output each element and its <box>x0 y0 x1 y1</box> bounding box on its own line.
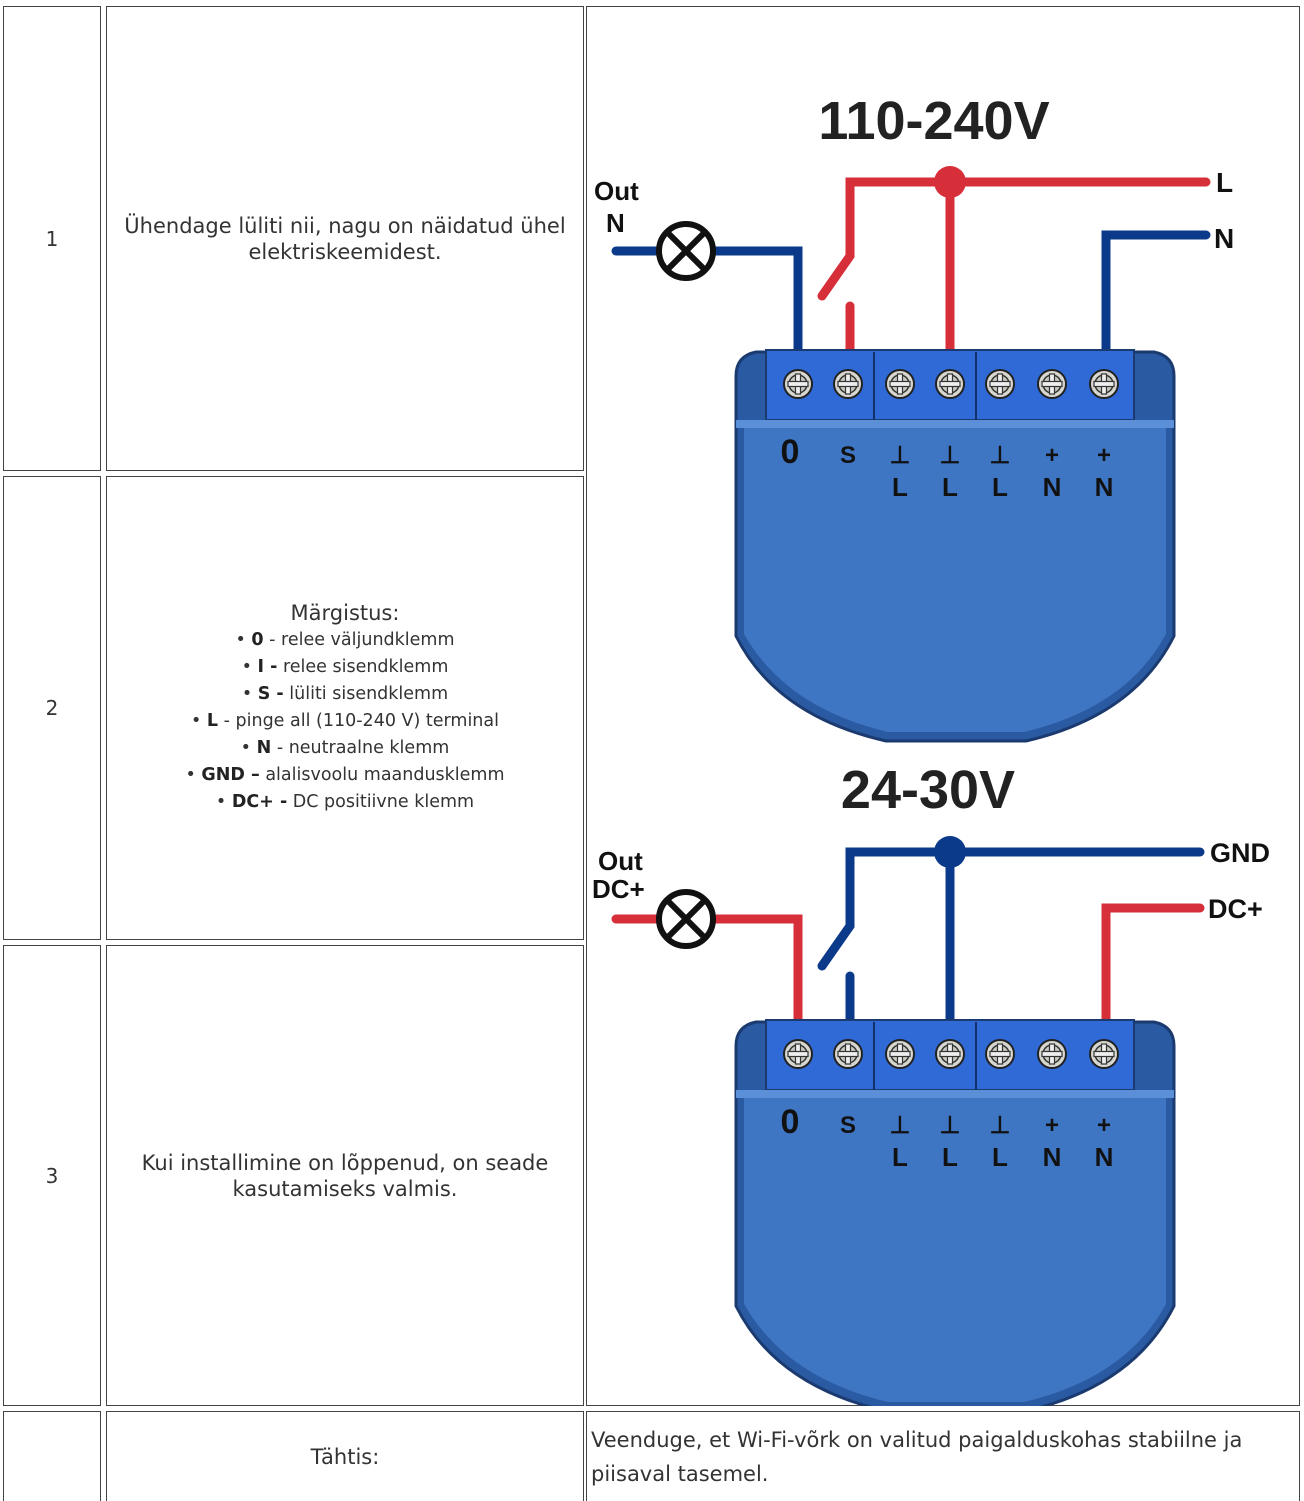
ac-terminal-label-top: ⊥ <box>890 442 911 469</box>
row-2-number-cell: 2 <box>3 476 101 940</box>
dc-terminal-label-top: ⊥ <box>990 1112 1011 1139</box>
legend-bullet: • <box>190 710 202 731</box>
row-4-number-cell <box>3 1411 101 1501</box>
dc-terminal-label-top: ⊥ <box>890 1112 911 1139</box>
row-3-number: 3 <box>45 1163 59 1188</box>
ac-terminal-label-bottom: N <box>1043 472 1062 502</box>
dc-terminal-label-top: 0 <box>781 1103 800 1141</box>
ac-terminal-label-bottom: L <box>942 472 958 502</box>
dc-diagram: 24-30V Out DC+ GND DC+ <box>592 760 1270 1406</box>
legend-key: L <box>206 710 219 731</box>
ac-terminal-label-bottom: N <box>1095 472 1114 502</box>
legend-list: • 0 - relee väljundklemm• I - relee sise… <box>185 627 504 816</box>
ac-terminal-label-bottom: L <box>892 472 908 502</box>
legend-bullet: • <box>215 791 227 812</box>
legend-bullet: • <box>185 764 196 785</box>
wifi-note: Veenduge, et Wi-Fi-võrk on valitud paiga… <box>591 1427 1243 1486</box>
ac-terminal-label-top: ⊥ <box>990 442 1011 469</box>
row-3-number-cell: 3 <box>3 945 101 1406</box>
row-2-legend-cell: Märgistus: • 0 - relee väljundklemm• I -… <box>106 476 584 940</box>
dc-gnd-label: GND <box>1210 838 1270 868</box>
ac-l-label: L <box>1216 167 1233 198</box>
ac-phase-wires <box>817 177 1211 359</box>
dc-terminal-label-top: ⊥ <box>940 1112 961 1139</box>
row-4-label-cell: Tähtis: <box>106 1411 584 1501</box>
row-1-number: 1 <box>45 226 59 251</box>
legend-bullet: • <box>240 737 251 758</box>
dc-device <box>734 1019 1176 1406</box>
row-3-text: Kui installimine on lõppenud, on seade k… <box>141 1150 549 1201</box>
dc-out-dc-label: DC+ <box>592 874 645 904</box>
row-1-number-cell: 1 <box>3 6 101 471</box>
dc-terminal-label-bottom: L <box>942 1142 958 1172</box>
ac-voltage-title: 110-240V <box>818 91 1049 151</box>
legend-item: • N - neutraalne klemm <box>185 735 504 762</box>
legend-desc: - neutraalne klemm <box>276 737 450 758</box>
ac-lamp-icon <box>656 221 716 281</box>
dc-gnd-junction <box>934 836 966 868</box>
wiring-diagrams: 110-240V Out N L N <box>586 6 1300 1406</box>
row-1-text: Ühendage lüliti nii, nagu on näidatud üh… <box>124 213 566 264</box>
legend-desc: - pinge all (110-240 V) terminal <box>223 710 499 731</box>
row-3-text-cell: Kui installimine on lõppenud, on seade k… <box>106 945 584 1406</box>
dc-terminal-label-bottom: N <box>1095 1142 1114 1172</box>
legend-title: Märgistus: <box>290 600 400 625</box>
row-4-note-cell: Veenduge, et Wi-Fi-võrk on valitud paiga… <box>586 1411 1300 1501</box>
row-1-text-cell: Ühendage lüliti nii, nagu on näidatud üh… <box>106 6 584 471</box>
dc-terminal-label-bottom: N <box>1043 1142 1062 1172</box>
ac-device <box>734 349 1176 743</box>
ac-terminal-label-top: + <box>1045 442 1059 469</box>
legend-bullet: • <box>241 656 252 677</box>
ac-out-label: Out <box>594 176 639 206</box>
dc-terminal-labels: 0 S ⊥ ⊥ ⊥ + + L L L N N <box>781 1103 1114 1172</box>
dc-terminal-label-bottom: L <box>992 1142 1008 1172</box>
legend-key: S - <box>257 683 284 704</box>
legend-item: • 0 - relee väljundklemm <box>185 627 504 654</box>
legend-item: • DC+ - DC positiivne klemm <box>185 789 504 816</box>
dc-terminal-label-top: + <box>1045 1112 1059 1139</box>
legend-bullet: • <box>235 629 246 650</box>
legend-item: • GND – alalisvoolu maandusklemm <box>185 762 504 789</box>
legend-desc: relee sisendklemm <box>282 656 449 677</box>
dc-lamp-icon <box>656 889 716 949</box>
ac-terminal-label-bottom: L <box>992 472 1008 502</box>
ac-diagram: 110-240V Out N L N <box>594 91 1234 743</box>
ac-out-n-label: N <box>606 208 625 238</box>
legend-item: • S - lüliti sisendklemm <box>185 681 504 708</box>
ac-terminal-label-top: + <box>1097 442 1111 469</box>
legend-key: GND – <box>201 764 260 785</box>
ac-terminal-label-top: ⊥ <box>940 442 961 469</box>
dc-terminal-label-top: + <box>1097 1112 1111 1139</box>
legend-key: 0 <box>251 629 264 650</box>
legend-key: N <box>256 737 272 758</box>
dc-plus-label: DC+ <box>1208 894 1263 924</box>
ac-terminal-label-top: 0 <box>781 433 800 471</box>
ac-phase-junction <box>934 166 966 198</box>
ac-n-label: N <box>1214 223 1234 254</box>
dc-voltage-title: 24-30V <box>841 760 1015 820</box>
legend-desc: lüliti sisendklemm <box>289 683 449 704</box>
wiring-diagram-svg: 110-240V Out N L N <box>592 91 1270 1406</box>
legend-item: • L - pinge all (110-240 V) terminal <box>185 708 504 735</box>
ac-terminal-label-top: S <box>840 442 856 469</box>
legend-desc: - relee väljundklemm <box>269 629 455 650</box>
legend-key: DC+ - <box>231 791 288 812</box>
legend-bullet: • <box>241 683 253 704</box>
legend-desc: DC positiivne klemm <box>292 791 475 812</box>
legend-item: • I - relee sisendklemm <box>185 654 504 681</box>
legend: Märgistus: • 0 - relee väljundklemm• I -… <box>185 601 504 816</box>
ac-terminal-labels: 0 S ⊥ ⊥ ⊥ + + L L L N N <box>781 433 1114 502</box>
dc-neutral-wires <box>817 847 1205 1029</box>
legend-desc: alalisvoolu maandusklemm <box>265 764 505 785</box>
dc-terminal-label-bottom: L <box>892 1142 908 1172</box>
important-label: Tähtis: <box>310 1444 380 1469</box>
dc-terminal-label-top: S <box>840 1112 856 1139</box>
dc-out-label: Out <box>598 846 643 876</box>
row-2-number: 2 <box>45 696 59 720</box>
legend-key: I - <box>257 656 278 677</box>
